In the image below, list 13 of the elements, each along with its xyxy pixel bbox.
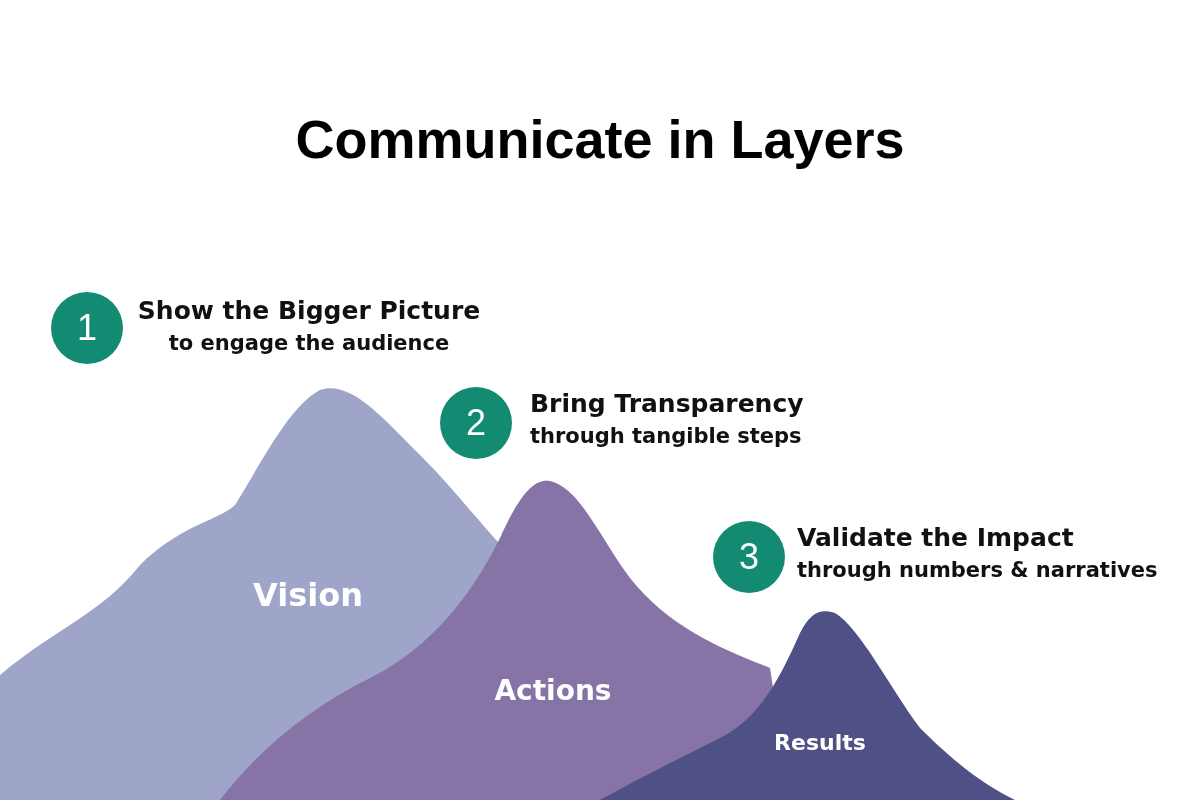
step-heading: Bring Transparency: [530, 389, 805, 418]
step-heading: Validate the Impact: [797, 523, 1075, 552]
step-description: to engage the audience: [167, 331, 451, 355]
page-title: Communicate in Layers: [294, 108, 906, 170]
number-badge: 1: [51, 292, 123, 364]
step-description: through numbers & narratives: [797, 558, 1159, 582]
step-heading: Show the Bigger Picture: [137, 296, 481, 325]
mountain-label: Vision: [253, 576, 363, 614]
number-badge: 2: [440, 387, 512, 459]
number-badge: 3: [713, 521, 785, 593]
step-description: through tangible steps: [530, 424, 803, 448]
mountain-label: Actions: [494, 673, 612, 707]
mountain-label: Results: [774, 729, 866, 755]
